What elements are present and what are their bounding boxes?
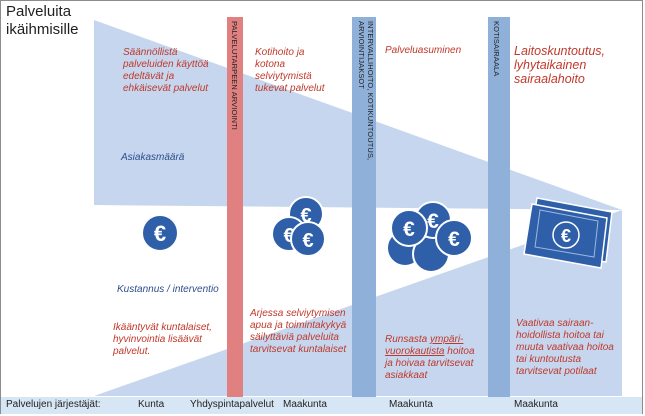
stage-label-kotisairaala: KOTISAIRAALA xyxy=(492,21,501,77)
euro-banknote-icon: € xyxy=(523,197,613,269)
svg-text:€: € xyxy=(448,228,460,251)
diagram-title: Palveluita ikäihmisille xyxy=(6,3,79,38)
target-group-demanding-care: Vaativaa sairaan-hoidollista hoitoa tai … xyxy=(516,318,614,377)
target-group-citizens: Ikääntyvät kuntalaiset, hyvinvointia lis… xyxy=(113,322,212,357)
service-preventive: Säännöllistä palveluiden käyttöä edeltäv… xyxy=(123,47,209,94)
svg-text:€: € xyxy=(302,230,313,252)
service-home-care: Kotihoito ja kotona selviytymistä tukeva… xyxy=(255,47,325,94)
organizer-maakunta-2: Maakunta xyxy=(389,399,433,410)
organizer-yhdyspinta: Yhdyspintapalvelut xyxy=(190,399,274,410)
target-group-daily-support: Arjessa selviytymisen apua ja toimintaky… xyxy=(250,308,347,355)
stage-bar-assessment xyxy=(227,17,243,397)
organizers-footer: Palvelujen järjestäjät: Kunta Yhdyspinta… xyxy=(1,397,642,414)
svg-text:€: € xyxy=(283,225,294,247)
stage-bar-intervallihoito xyxy=(352,17,376,397)
organizer-maakunta-1: Maakunta xyxy=(283,399,327,410)
organizer-maakunta-3: Maakunta xyxy=(514,399,558,410)
stage-label-assessment: PALVELUTARPEEN ARVIOINTI xyxy=(230,21,239,130)
target-group-round-the-clock: Runsasta ympäri-vuorokautista hoitoa ja … xyxy=(385,334,475,381)
organizer-kunta: Kunta xyxy=(138,399,165,410)
euro-coins-large-stack-icon: € € € xyxy=(386,201,473,273)
euro-symbol: € xyxy=(154,221,166,246)
service-institutional-rehab: Laitoskuntoutus, lyhytaikainen sairaalah… xyxy=(514,44,606,86)
euro-coin-icon: € xyxy=(141,214,179,252)
organizers-label: Palvelujen järjestäjät: xyxy=(6,399,101,410)
euro-coins-small-stack-icon: € € € xyxy=(271,196,326,257)
axis-label-cost: Kustannus / interventio xyxy=(117,284,219,295)
svg-text:€: € xyxy=(403,218,415,241)
svg-text:€: € xyxy=(300,205,311,227)
service-assisted-living: Palveluasuminen xyxy=(385,45,462,56)
stage-label-intervallihoito: INTERVALLIHOITO, KOTIKUNTOUTUS, ARVIOINT… xyxy=(357,21,375,161)
svg-text:€: € xyxy=(561,226,571,246)
stage-bar-kotisairaala xyxy=(488,17,510,397)
svg-text:€: € xyxy=(427,210,439,233)
axis-label-volume: Asiakasmäärä xyxy=(121,152,185,163)
